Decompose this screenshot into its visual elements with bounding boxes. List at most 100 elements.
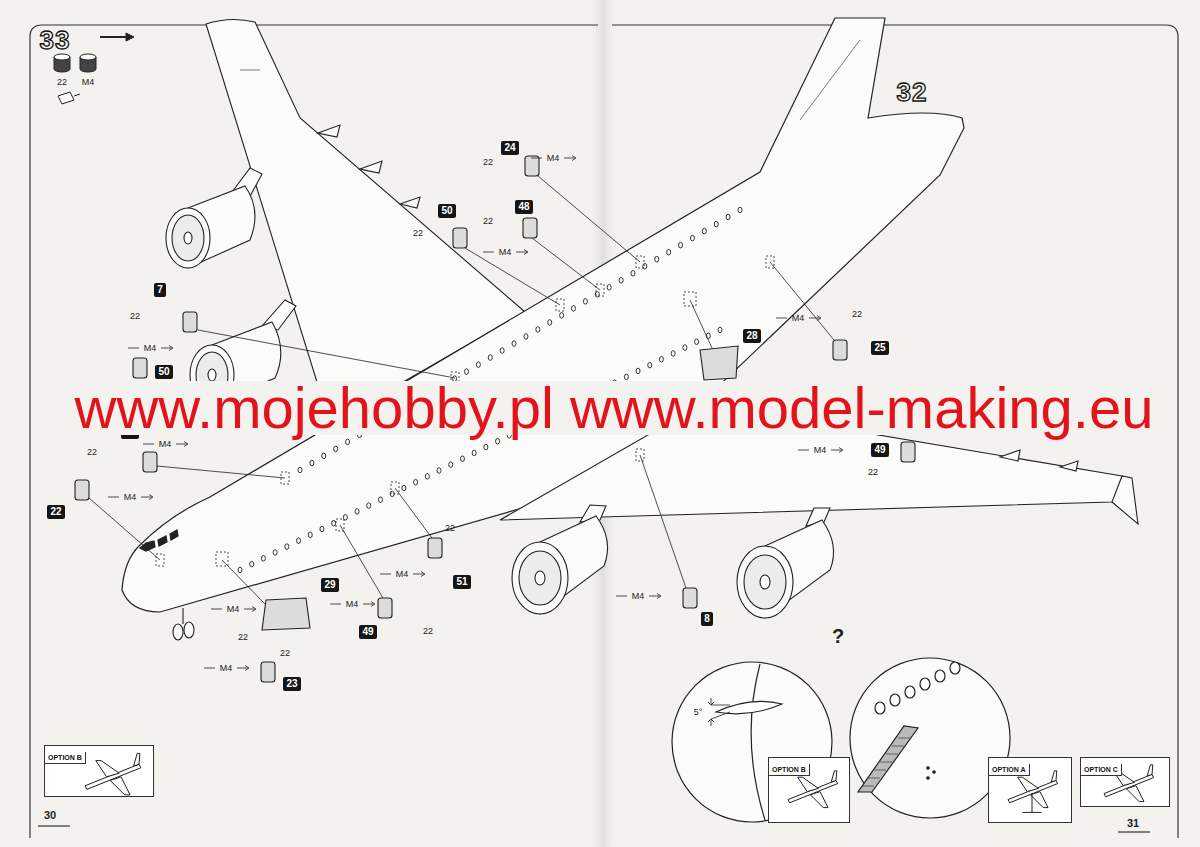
near-wing xyxy=(1060,461,1078,471)
window xyxy=(414,479,418,485)
window xyxy=(298,467,302,473)
callout-number: 23 xyxy=(286,678,297,689)
leader-line xyxy=(395,488,432,538)
step-reference: 32 xyxy=(897,78,928,106)
window xyxy=(238,567,242,573)
door-part xyxy=(261,662,275,682)
detail-circle xyxy=(920,678,930,690)
paint-arrow xyxy=(143,444,154,445)
window xyxy=(655,256,659,262)
detail-circle xyxy=(950,662,960,674)
nose-gear xyxy=(182,608,183,624)
paint-code: 22 xyxy=(852,309,862,319)
paint-code: M4 xyxy=(346,599,359,609)
near-engines xyxy=(512,505,834,618)
paint-arrow xyxy=(128,348,139,349)
leader-line xyxy=(690,300,712,348)
paint-code: 22 xyxy=(87,447,97,457)
paint-arrow xyxy=(798,450,809,451)
fuselage xyxy=(800,40,860,120)
far-wing xyxy=(240,70,260,71)
window xyxy=(726,214,730,220)
paint-pot xyxy=(100,36,126,38)
window xyxy=(624,374,628,380)
option-frame: OPTION C xyxy=(1080,757,1170,807)
window xyxy=(449,462,453,468)
window xyxy=(472,450,476,456)
window xyxy=(308,532,312,538)
option-tab: OPTION C xyxy=(1081,764,1122,776)
window xyxy=(320,526,324,532)
part-callout: 49 xyxy=(871,443,888,457)
option-ground xyxy=(768,757,850,823)
door-outline xyxy=(596,284,604,296)
near-wing xyxy=(1112,476,1138,524)
detail-circle xyxy=(935,670,945,682)
paint-arrow xyxy=(184,442,188,447)
paint-code: M4 xyxy=(632,591,645,601)
paint-arrow xyxy=(531,158,542,159)
detail-circle xyxy=(927,767,929,769)
mini-wing xyxy=(798,777,819,791)
paint-arrow xyxy=(564,158,575,159)
window xyxy=(285,544,289,550)
window xyxy=(607,284,611,290)
mini-aircraft xyxy=(788,771,838,808)
window xyxy=(636,368,640,374)
callout-number: 48 xyxy=(518,201,529,212)
option-frame: OPTION B xyxy=(768,757,850,823)
leader-line xyxy=(340,525,383,598)
paint-arrow xyxy=(809,318,820,319)
paint-code: M4 xyxy=(814,445,827,455)
window xyxy=(437,468,441,474)
leader-line xyxy=(640,455,686,588)
paint-arrow xyxy=(572,156,576,161)
detail-circle xyxy=(850,658,1010,818)
mini-fin xyxy=(1147,765,1153,776)
leader-line xyxy=(770,262,834,340)
window xyxy=(695,339,699,345)
window xyxy=(548,320,552,326)
far-engines xyxy=(184,232,192,244)
paint-arrow xyxy=(330,604,341,605)
door-outline xyxy=(391,482,399,494)
callout-number: 28 xyxy=(746,330,757,341)
option-ground xyxy=(1080,757,1170,807)
option-frame: OPTION B xyxy=(44,745,154,797)
window xyxy=(402,485,406,491)
part-callout: 48 xyxy=(515,200,532,214)
door-part xyxy=(700,346,738,380)
paint-arrow xyxy=(371,602,375,607)
paint-code: 22 xyxy=(280,648,290,658)
paint-arrow xyxy=(413,574,424,575)
paint-arrow xyxy=(831,450,842,451)
paint-arrow xyxy=(161,348,172,349)
paint-arrow xyxy=(176,444,187,445)
mini-wing xyxy=(1018,777,1039,791)
paint-pot xyxy=(58,92,74,104)
window xyxy=(464,369,468,375)
mini-wing xyxy=(110,777,130,795)
detail-circle xyxy=(858,726,918,792)
window xyxy=(619,277,623,283)
callout-number: 22 xyxy=(50,506,61,517)
callout-number: 49 xyxy=(362,626,373,637)
option-tab: OPTION B xyxy=(45,752,86,764)
mini-aircraft xyxy=(85,753,141,794)
paint-pot xyxy=(126,33,134,41)
window xyxy=(524,334,528,340)
paint-code: 22 xyxy=(423,626,433,636)
window xyxy=(583,299,587,305)
window xyxy=(488,355,492,361)
part-callout: 8 xyxy=(701,612,713,626)
door-part xyxy=(901,442,915,462)
far-wing xyxy=(360,161,382,173)
mini-fuselage xyxy=(1008,780,1058,802)
door-part xyxy=(428,538,442,558)
part-callout: 22 xyxy=(47,505,64,519)
window xyxy=(334,446,338,452)
paint-arrow xyxy=(141,497,152,498)
door-outline xyxy=(636,256,644,268)
part-callout: 7 xyxy=(154,283,166,297)
